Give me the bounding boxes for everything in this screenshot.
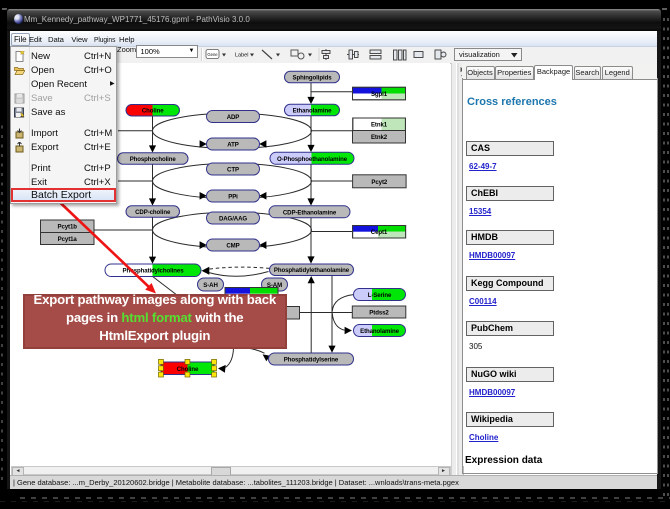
svg-text:ATP: ATP [227,141,238,148]
svg-text:Choline: Choline [177,366,199,373]
svg-text:Choline: Choline [142,108,164,115]
svg-text:Cept1: Cept1 [371,229,388,236]
svg-text:Pcyt2: Pcyt2 [371,179,387,186]
svg-text:S-AM: S-AM [267,282,282,289]
svg-text:Phosphocholine: Phosphocholine [130,156,177,163]
svg-text:ADP: ADP [227,114,240,121]
svg-text:Sgpl1: Sgpl1 [371,91,388,98]
svg-text:Ethanolamine: Ethanolamine [293,108,332,115]
svg-text:visualization: visualization [459,50,500,59]
svg-text:S-AH: S-AH [203,282,218,289]
svg-text:Etnk2: Etnk2 [371,134,388,141]
svg-text:Ptdss2: Ptdss2 [369,310,389,317]
svg-text:Phosphatidylethanolamine: Phosphatidylethanolamine [274,267,350,274]
svg-text:PPi: PPi [228,193,238,200]
svg-text:O-Phosphoethanolamine: O-Phosphoethanolamine [277,156,348,163]
svg-text:Pcyt1a: Pcyt1a [58,236,78,243]
svg-text:DAG/AAG: DAG/AAG [219,215,247,222]
svg-text:Pcyt1b: Pcyt1b [58,224,78,231]
svg-text:Gene: Gene [207,52,218,57]
svg-text:Phosphatidylserine: Phosphatidylserine [284,357,339,364]
svg-text:Ethanolamine: Ethanolamine [360,328,399,335]
svg-text:CTP: CTP [227,166,239,173]
svg-text:CDP-choline: CDP-choline [135,209,171,216]
svg-text:Label: Label [235,53,248,59]
svg-text:L-Serine: L-Serine [368,292,392,299]
svg-text:CDP-Ethanolamine: CDP-Ethanolamine [283,209,337,216]
svg-text:Phosphatidylcholines: Phosphatidylcholines [123,268,185,275]
svg-text:Etnk1: Etnk1 [371,122,388,129]
svg-text:CMP: CMP [226,242,239,249]
svg-text:Sphingolipids: Sphingolipids [293,75,333,82]
